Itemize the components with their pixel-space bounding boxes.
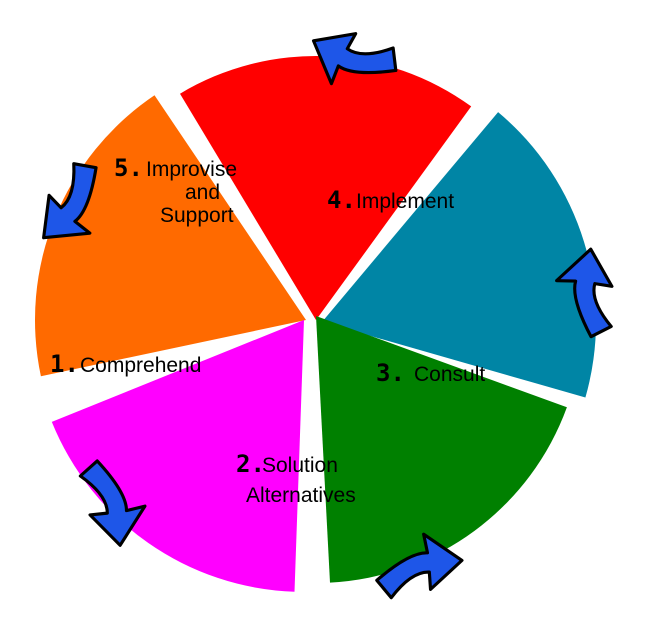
- segment-number: 4.: [327, 186, 356, 214]
- segment-text-line: Solution: [262, 454, 338, 477]
- segment-5: [51, 320, 304, 592]
- segment-label-4: 4.Implement: [327, 186, 454, 214]
- segment-text-line: Implement: [356, 190, 454, 213]
- segment-label-3: 3. Consult: [376, 359, 485, 387]
- segment-text-line: Improvise: [146, 158, 237, 181]
- segment-text-line: Support: [160, 204, 234, 227]
- segment-1: [34, 95, 307, 377]
- segment-label-1: 1.Comprehend: [50, 350, 201, 378]
- segment-text-line: Alternatives: [246, 484, 356, 507]
- segment-number: 2.: [236, 450, 265, 478]
- segment-text-line: and: [185, 181, 220, 204]
- segments-layer: [34, 55, 597, 592]
- segment-4: [316, 316, 567, 583]
- segment-number: 3.: [376, 359, 405, 387]
- segment-2: [180, 55, 472, 320]
- segment-text-line: Consult: [414, 363, 485, 386]
- segment-3: [322, 112, 597, 398]
- segment-number: 1.: [50, 350, 79, 378]
- segment-text-line: Comprehend: [80, 354, 201, 377]
- segment-number: 5.: [114, 154, 143, 182]
